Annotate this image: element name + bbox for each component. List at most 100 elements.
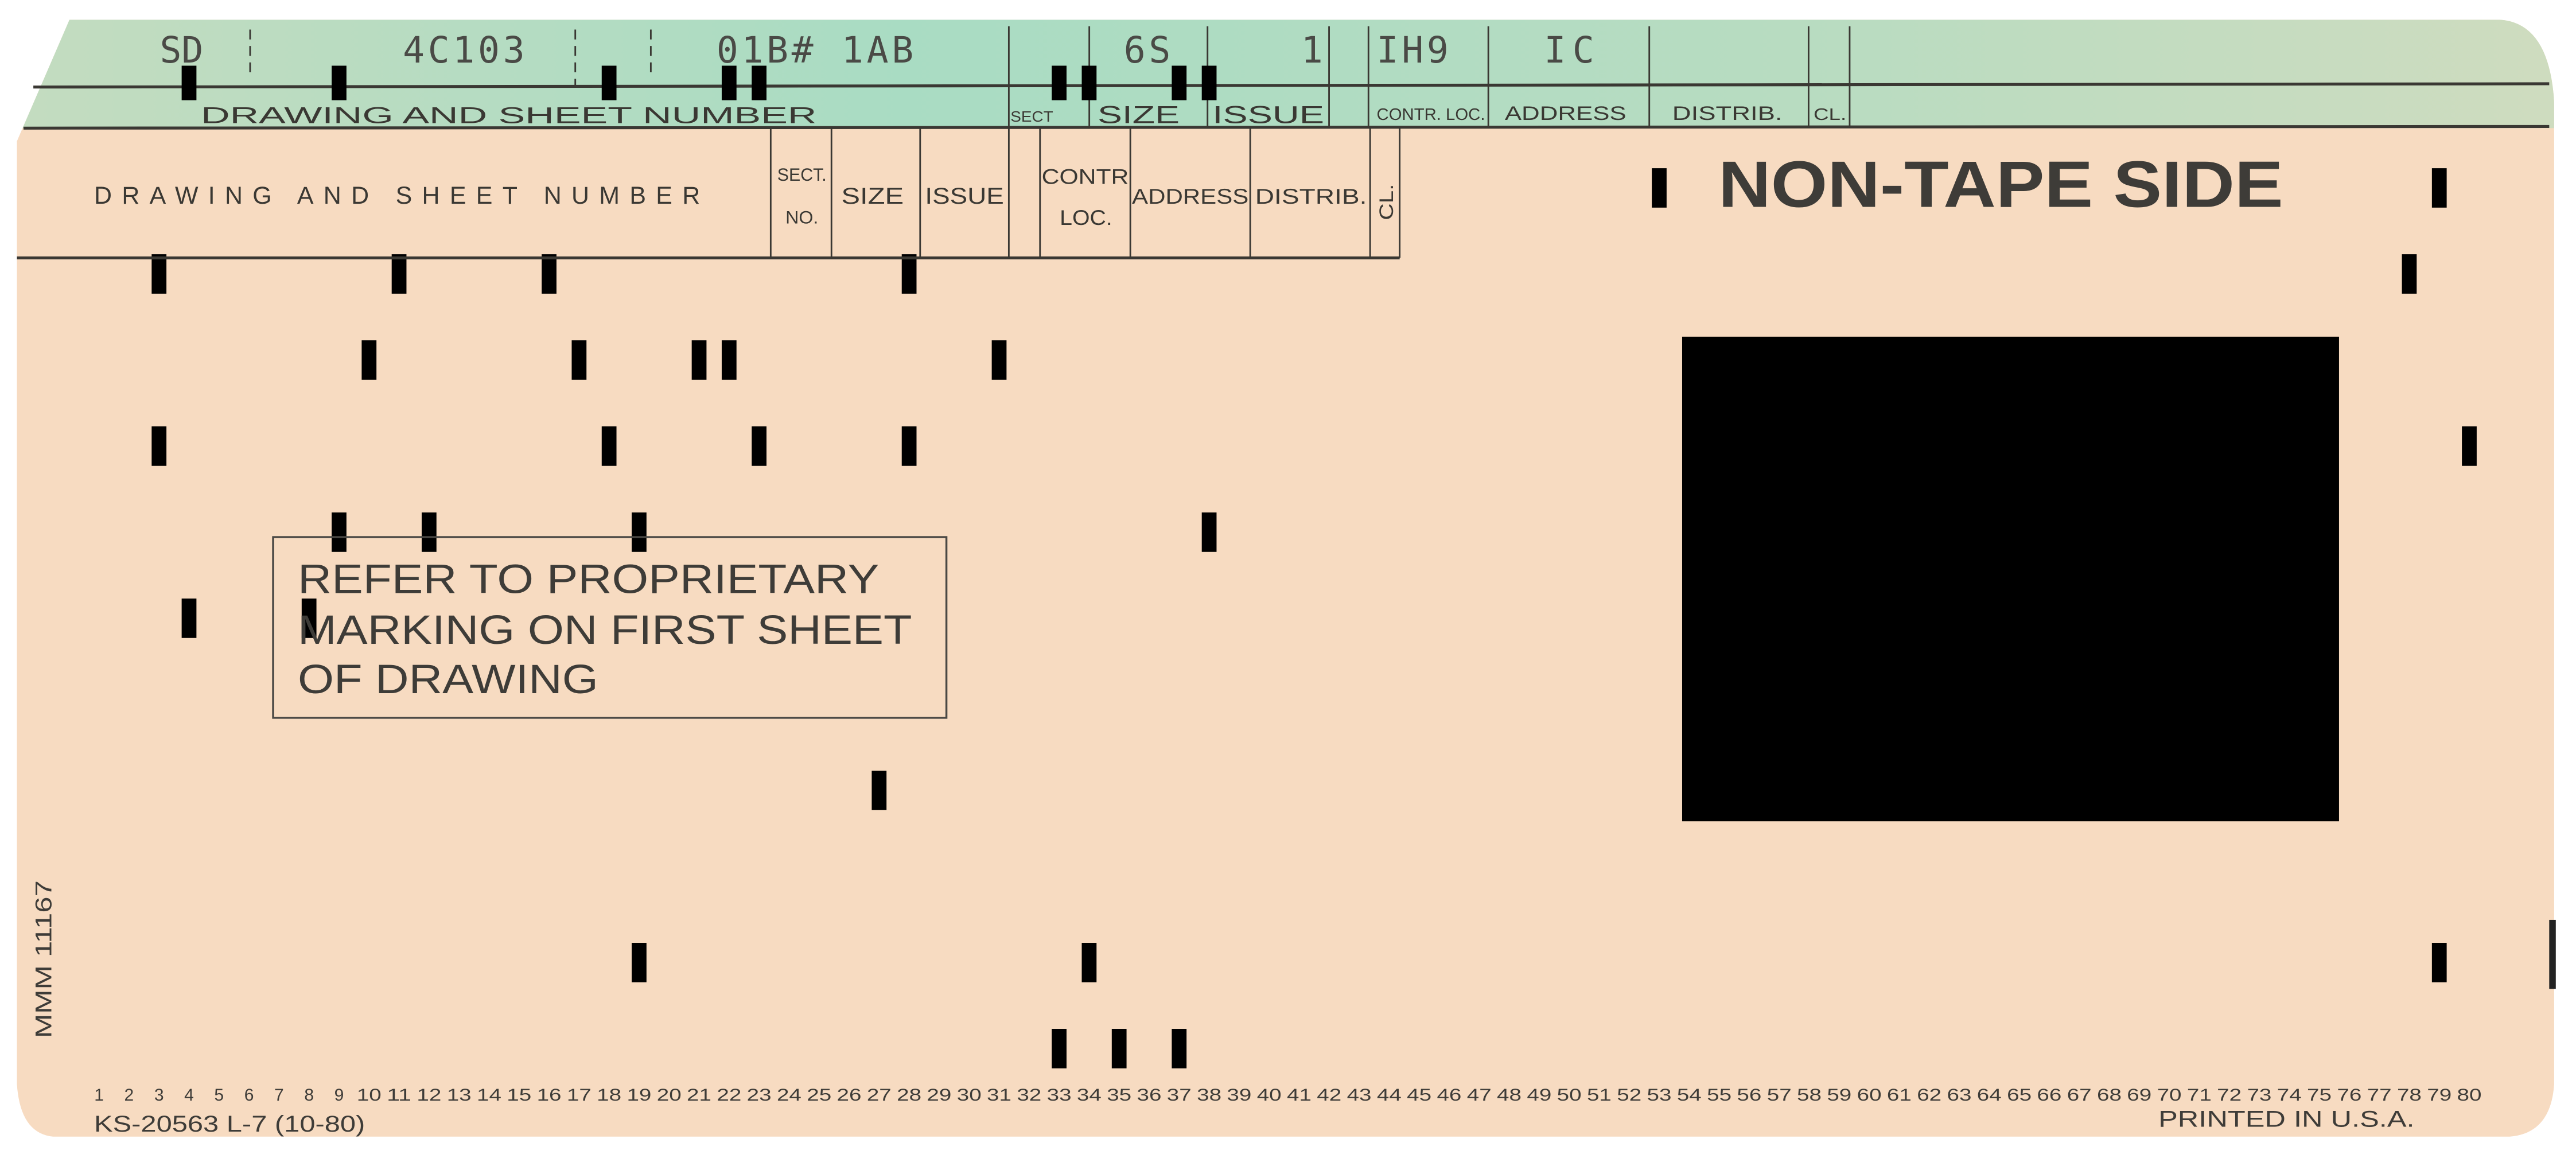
punch-hole: [571, 340, 587, 380]
punch-hole: [1172, 65, 1187, 100]
column-number-64: 64: [1977, 1086, 2002, 1105]
column-number-16: 16: [537, 1086, 562, 1105]
edge-mark: [2549, 919, 2556, 989]
punch-hole: [752, 426, 767, 466]
column-number-19: 19: [627, 1086, 651, 1105]
punch-hole: [2431, 168, 2447, 208]
column-number-31: 31: [987, 1086, 1011, 1105]
column-number-12: 12: [417, 1086, 441, 1105]
notice-box: [272, 536, 948, 719]
column-number-63: 63: [1947, 1086, 1972, 1105]
punch-hole: [601, 65, 617, 100]
column-number-39: 39: [1227, 1086, 1251, 1105]
column-number-41: 41: [1287, 1086, 1312, 1105]
column-number-68: 68: [2097, 1086, 2122, 1105]
column-number-54: 54: [1677, 1086, 1702, 1105]
punch-hole: [181, 65, 197, 100]
column-number-9: 9: [334, 1086, 344, 1105]
punch-hole: [2431, 943, 2447, 982]
column-number-57: 57: [1767, 1086, 1792, 1105]
side-code: MMM 11167: [32, 880, 57, 1038]
column-number-2: 2: [124, 1086, 134, 1105]
column-number-58: 58: [1797, 1086, 1822, 1105]
column-number-70: 70: [2157, 1086, 2182, 1105]
column-number-52: 52: [1617, 1086, 1641, 1105]
punch-hole: [901, 254, 917, 294]
column-number-3: 3: [154, 1086, 164, 1105]
column-number-11: 11: [387, 1086, 411, 1105]
band-label-size: SIZE: [1098, 102, 1180, 129]
column-number-18: 18: [597, 1086, 621, 1105]
column-number-46: 46: [1437, 1086, 1461, 1105]
punch-hole: [601, 426, 617, 466]
column-number-6: 6: [244, 1086, 254, 1105]
column-number-53: 53: [1647, 1086, 1672, 1105]
notice-line-1: REFER TO PROPRIETARY: [298, 556, 879, 602]
proprietary-notice: REFER TO PROPRIETARY MARKING ON FIRST SH…: [272, 536, 948, 719]
header-label-contr: CONTR: [1042, 165, 1129, 189]
non-tape-side-label: NON-TAPE SIDE: [1718, 148, 2283, 222]
punch-hole: [361, 340, 377, 380]
column-number-33: 33: [1047, 1086, 1072, 1105]
punch-hole: [391, 254, 407, 294]
column-number-51: 51: [1587, 1086, 1612, 1105]
column-number-30: 30: [957, 1086, 982, 1105]
column-number-60: 60: [1857, 1086, 1882, 1105]
header-label-sect: SECT.: [777, 165, 827, 185]
punch-hole: [421, 512, 437, 552]
band-label-sect: SECT: [1010, 109, 1053, 125]
column-number-20: 20: [657, 1086, 682, 1105]
punch-hole: [1201, 512, 1217, 552]
column-number-13: 13: [447, 1086, 472, 1105]
column-number-21: 21: [687, 1086, 711, 1105]
column-number-56: 56: [1737, 1086, 1761, 1105]
column-number-77: 77: [2367, 1086, 2392, 1105]
column-number-37: 37: [1167, 1086, 1192, 1105]
header-labels: DRAWING AND SHEET NUMBER SECT. NO. SIZE …: [94, 165, 1398, 230]
punch-hole: [1052, 65, 1067, 100]
punch-hole: [332, 65, 347, 100]
band-label-contr-loc: CONTR. LOC.: [1377, 106, 1485, 124]
column-number-47: 47: [1467, 1086, 1492, 1105]
column-number-10: 10: [357, 1086, 382, 1105]
column-number-35: 35: [1107, 1086, 1131, 1105]
punch-holes: [151, 65, 2477, 1068]
column-number-14: 14: [477, 1086, 501, 1105]
punch-hole: [181, 599, 197, 638]
band-label-drawing: DRAWING AND SHEET NUMBER: [201, 103, 816, 129]
band-label-address: ADDRESS: [1505, 103, 1626, 125]
punch-hole: [1081, 943, 1097, 982]
header-label-issue: ISSUE: [925, 184, 1003, 209]
punch-hole: [1652, 168, 1667, 208]
column-number-62: 62: [1917, 1086, 1941, 1105]
column-number-27: 27: [867, 1086, 892, 1105]
punch-hole: [332, 512, 347, 552]
card-body: [17, 20, 2554, 1137]
punch-hole: [1111, 1029, 1127, 1068]
typed-address: IC: [1544, 29, 1601, 71]
band-labels: DRAWING AND SHEET NUMBER SECT SIZE ISSUE…: [201, 102, 1846, 129]
column-number-67: 67: [2067, 1086, 2092, 1105]
column-number-65: 65: [2007, 1086, 2032, 1105]
column-number-43: 43: [1347, 1086, 1372, 1105]
punch-hole: [721, 340, 737, 380]
header-label-cl: CL.: [1376, 184, 1398, 220]
column-number-50: 50: [1557, 1086, 1582, 1105]
punch-hole: [301, 599, 317, 638]
notice-line-2: MARKING ON FIRST SHEET: [298, 607, 912, 653]
header-label-sect-no: NO.: [785, 207, 818, 227]
column-number-44: 44: [1377, 1086, 1402, 1105]
column-number-42: 42: [1317, 1086, 1341, 1105]
column-number-76: 76: [2337, 1086, 2361, 1105]
punch-hole: [691, 340, 707, 380]
column-number-48: 48: [1497, 1086, 1522, 1105]
header-label-size: SIZE: [841, 184, 904, 209]
column-number-72: 72: [2217, 1086, 2242, 1105]
column-number-66: 66: [2037, 1086, 2061, 1105]
column-number-69: 69: [2127, 1086, 2151, 1105]
column-number-1: 1: [94, 1086, 104, 1105]
punch-hole: [1172, 1029, 1187, 1068]
typed-drawing-main: 4C103: [403, 29, 528, 71]
